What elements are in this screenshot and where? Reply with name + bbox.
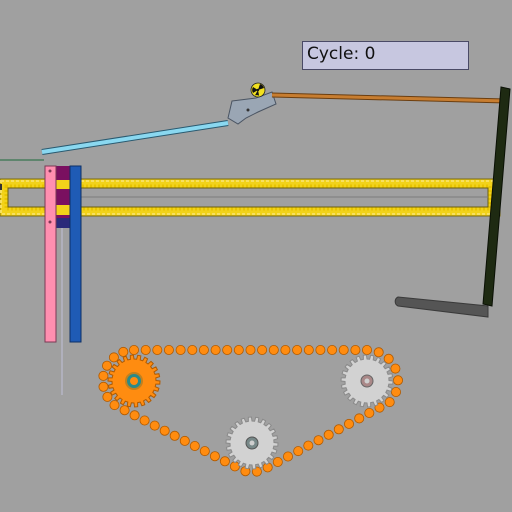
chain-link: [350, 344, 361, 355]
chain-link: [98, 370, 109, 381]
chain-link: [315, 344, 326, 355]
idler-sprocket-bottom[interactable]: [225, 416, 279, 470]
chain-link: [233, 344, 244, 355]
crank-plate[interactable]: [227, 91, 277, 125]
chain-link: [199, 446, 210, 457]
lever[interactable]: [482, 86, 511, 307]
chain-link: [219, 456, 230, 467]
chain-link: [209, 451, 220, 462]
chain-link: [189, 440, 200, 451]
crank-plate-hole: [246, 108, 250, 112]
chain-link: [129, 410, 140, 421]
chain-link: [323, 429, 334, 440]
chain-link: [390, 363, 401, 374]
blue-bar[interactable]: [69, 165, 82, 343]
chain-link: [361, 344, 372, 355]
slider-block[interactable]: [56, 166, 70, 228]
radiation-marker-icon[interactable]: [250, 82, 266, 98]
chain-link: [282, 451, 293, 462]
chain-link: [118, 346, 129, 357]
chain-link: [179, 435, 190, 446]
chain-link: [149, 420, 160, 431]
chain-link: [198, 344, 209, 355]
chain-link: [364, 407, 375, 418]
pink-bar-pin: [48, 220, 52, 224]
chain-link: [292, 344, 303, 355]
chain-link: [257, 344, 268, 355]
chain-link: [338, 344, 349, 355]
pink-bar-pin-top: [48, 169, 52, 173]
chain-link: [108, 352, 119, 363]
chain-link: [109, 400, 120, 411]
chain-link: [169, 430, 180, 441]
chain-link: [98, 381, 109, 392]
chain-link: [139, 415, 150, 426]
chain-link: [390, 386, 401, 397]
chain-link: [159, 425, 170, 436]
cycle-label: Cycle:: [307, 44, 360, 64]
chain-link: [354, 413, 365, 424]
connector-rod-fill: [41, 121, 229, 154]
lever-foot[interactable]: [394, 296, 489, 318]
chain-link: [152, 344, 163, 355]
chain-link: [293, 446, 304, 457]
chain-link: [102, 360, 113, 371]
chain-link: [384, 397, 395, 408]
slider-rail[interactable]: [0, 178, 501, 217]
chain-link: [222, 344, 233, 355]
chain-link: [333, 424, 344, 435]
chain-link: [175, 344, 186, 355]
chain-link: [392, 375, 403, 386]
chain-link: [140, 344, 151, 355]
chain-link: [280, 344, 291, 355]
chain-link: [128, 344, 139, 355]
pink-bar[interactable]: [44, 165, 57, 343]
chain-link: [163, 344, 174, 355]
chain-link: [303, 440, 314, 451]
chain-link: [383, 353, 394, 364]
idler-sprocket-right[interactable]: [340, 354, 394, 408]
chain-link: [187, 344, 198, 355]
chain-link: [102, 391, 113, 402]
chain-link: [303, 344, 314, 355]
chain-link: [119, 405, 130, 416]
cycle-value: 0: [364, 44, 376, 64]
chain-link: [210, 344, 221, 355]
chain-link: [327, 344, 338, 355]
chain-link: [245, 344, 256, 355]
chain-link: [272, 456, 283, 467]
chain-link: [313, 435, 324, 446]
chain-link: [373, 347, 384, 358]
crank-arm-fill: [271, 93, 507, 103]
cycle-counter: Cycle: 0: [302, 41, 469, 70]
chain-link: [343, 418, 354, 429]
drive-sprocket[interactable]: [107, 354, 161, 408]
chain-link: [268, 344, 279, 355]
